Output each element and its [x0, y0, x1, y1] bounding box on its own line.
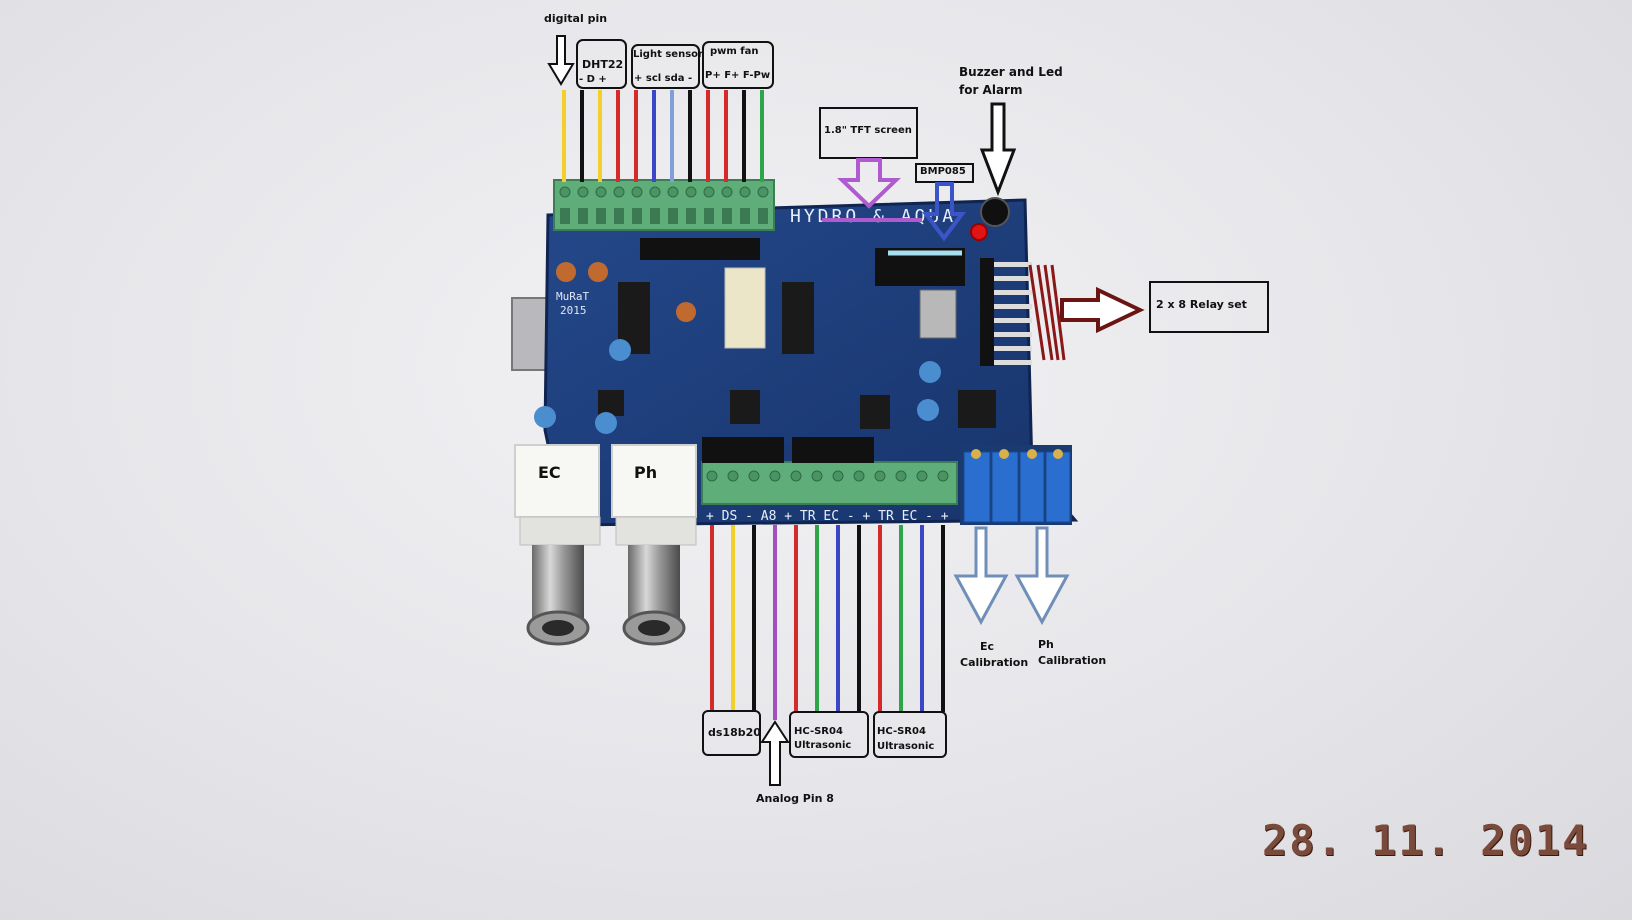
up-arrow-icon	[760, 720, 790, 786]
board-author: MuRaT	[556, 290, 589, 303]
trimmer-pot-icon	[1019, 451, 1045, 523]
dht22-box	[576, 39, 627, 89]
bnc-connector-ec: EC	[514, 444, 601, 646]
board-year: 2015	[560, 304, 587, 317]
ph-connector-label: Ph	[634, 463, 657, 482]
down-arrow-icon	[922, 182, 966, 242]
ph-calibration-label-1: Ph	[1038, 638, 1054, 651]
digital-pin-label: digital pin	[544, 12, 608, 25]
hcsr04-a-line1: HC-SR04	[794, 726, 843, 737]
light-sensor-pins: + scl sda -	[634, 73, 693, 84]
hcsr04-b-line2: Ultrasonic	[877, 741, 935, 752]
top-terminal-block	[553, 179, 775, 231]
hcsr04-b-line1: HC-SR04	[877, 726, 926, 737]
bottom-silkscreen: + DS - A8 + TR EC - + TR EC - +	[706, 509, 949, 524]
down-arrow-icon	[547, 35, 575, 86]
hcsr04-box-b	[873, 711, 947, 758]
usb-connector	[511, 297, 549, 371]
ph-calibration-label-2: Calibration	[1038, 654, 1107, 667]
dht22-pins: - D +	[579, 74, 607, 85]
tft-label: 1.8" TFT screen	[824, 125, 912, 136]
down-arrow-icon	[953, 526, 1009, 626]
ds18b20-box	[702, 710, 761, 756]
buzzer-label-line2: for Alarm	[959, 83, 1023, 97]
pwm-fan-box	[702, 41, 774, 89]
right-arrow-icon	[1060, 286, 1145, 334]
ec-calibration-label-2: Calibration	[960, 656, 1029, 669]
pwm-fan-title: pwm fan	[710, 46, 759, 57]
down-arrow-icon	[837, 158, 901, 209]
light-sensor-box	[631, 44, 700, 89]
trimmer-pot-icon	[1045, 451, 1071, 523]
dht22-title: DHT22	[582, 58, 624, 71]
ec-connector-label: EC	[538, 463, 561, 482]
hcsr04-box-a	[789, 711, 869, 758]
bottom-terminal-block: + DS - A8 + TR EC - + TR EC - +	[701, 437, 958, 524]
relay-box	[1149, 281, 1269, 333]
date-stamp: 28. 11. 2014	[1262, 816, 1590, 865]
relay-label: 2 x 8 Relay set	[1156, 298, 1247, 311]
trimmer-pot-icon	[963, 451, 991, 523]
pwm-fan-pins: P+ F+ F-Pw	[705, 70, 771, 81]
ec-calibration-label-1: Ec	[980, 640, 995, 653]
analog-pin-label: Analog Pin 8	[756, 792, 834, 805]
trimmer-pots	[963, 449, 1071, 523]
down-arrow-icon	[1014, 526, 1070, 626]
light-sensor-title: Light sensor	[633, 49, 703, 60]
down-arrow-icon	[979, 102, 1017, 197]
buzzer-label-line1: Buzzer and Led	[959, 65, 1063, 79]
trimmer-pot-icon	[991, 451, 1019, 523]
ds18b20-label: ds18b20	[708, 726, 761, 739]
board-components	[534, 197, 1032, 434]
bmp085-label: BMP085	[920, 166, 966, 177]
top-wires	[562, 90, 764, 182]
bnc-connector-ph: Ph	[611, 444, 697, 646]
bottom-wires	[710, 525, 945, 720]
hcsr04-a-line2: Ultrasonic	[794, 740, 852, 751]
